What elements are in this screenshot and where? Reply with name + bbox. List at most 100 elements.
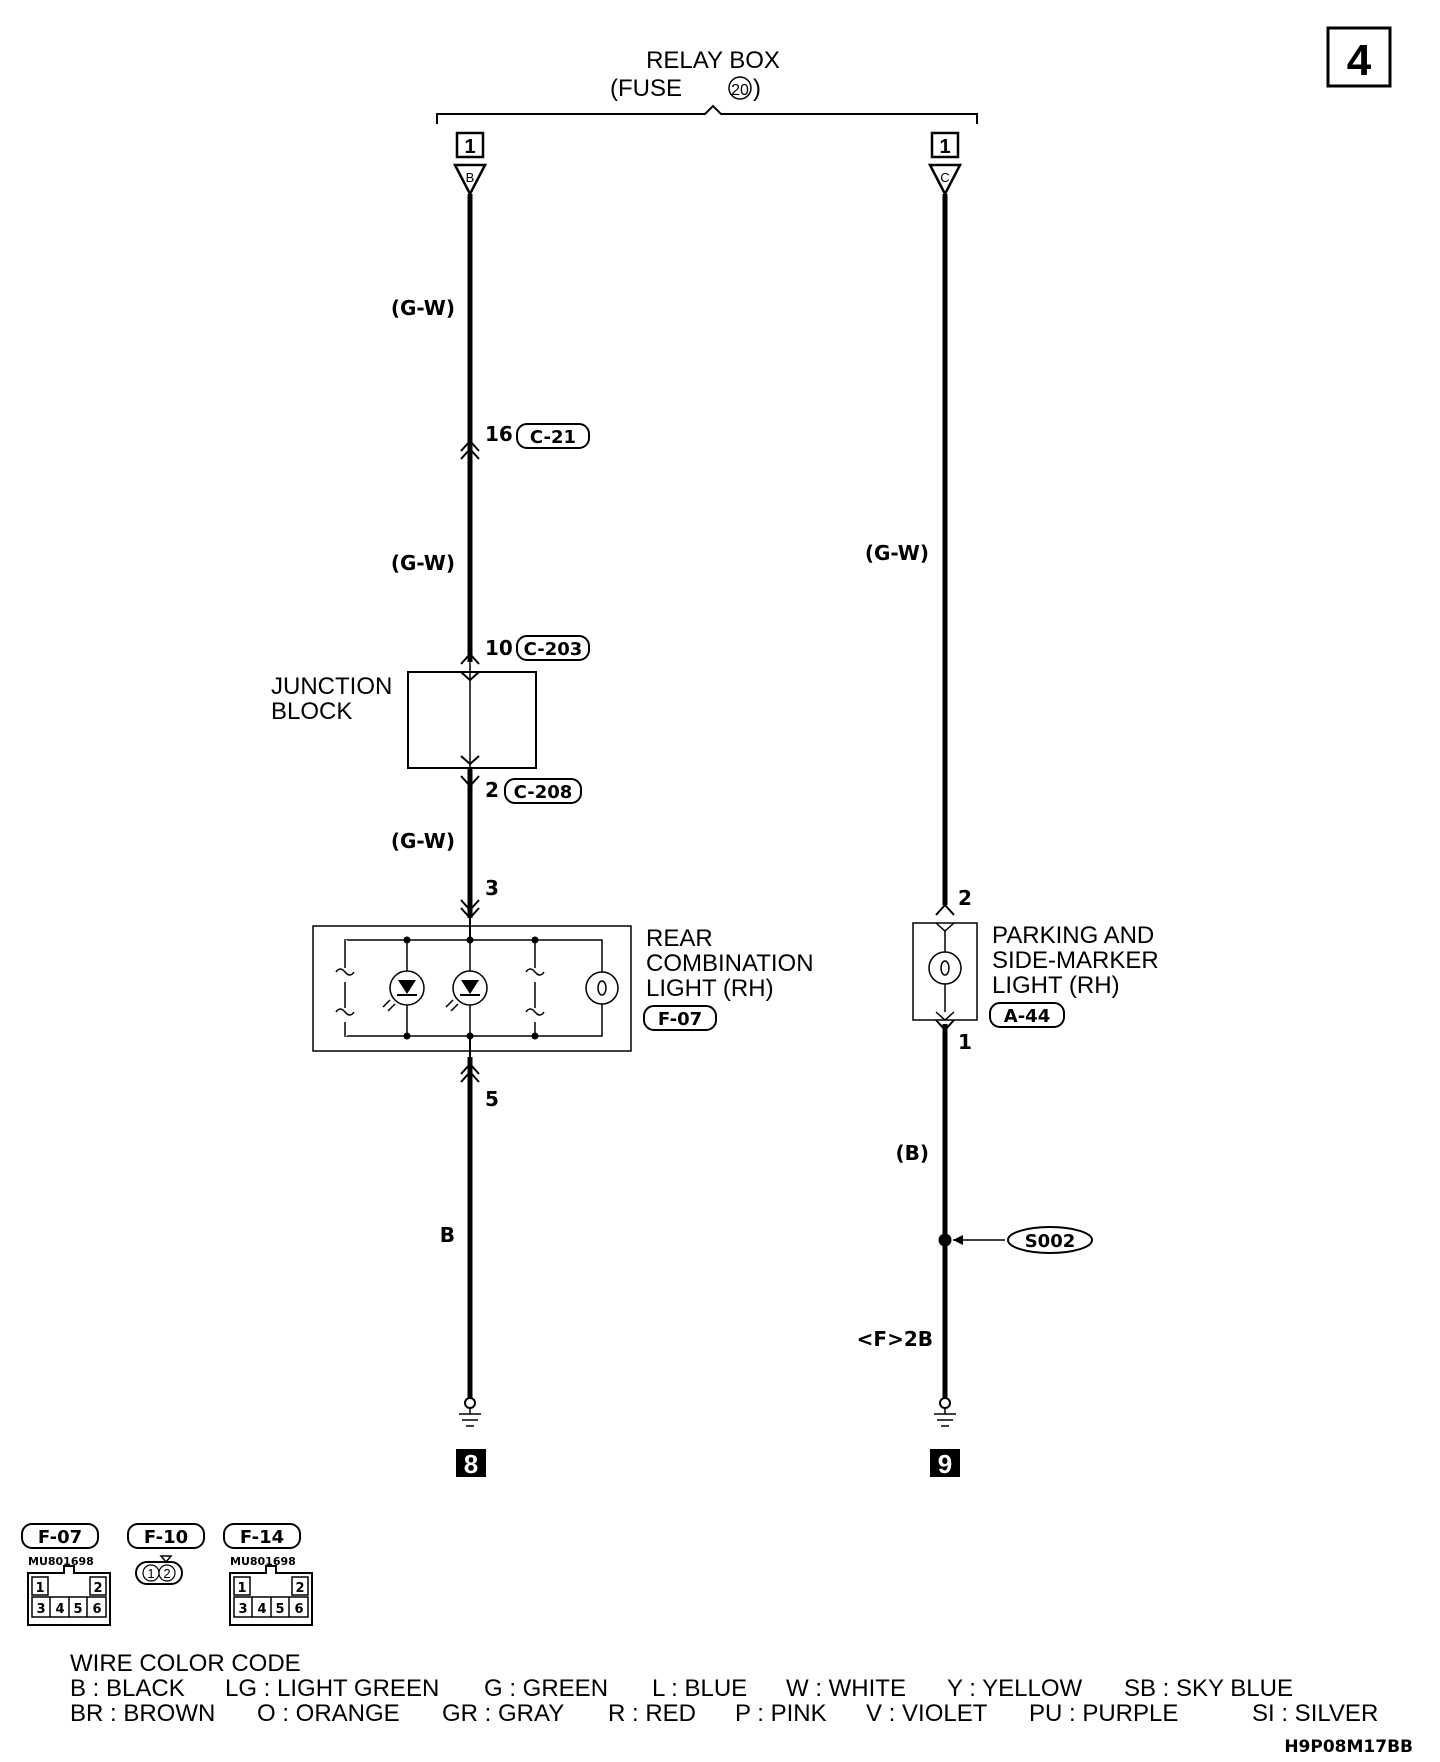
parking-light-in-connector-symbol bbox=[935, 903, 955, 916]
rear-combination-light bbox=[312, 918, 632, 1057]
rear-light-label-line1: REAR bbox=[646, 925, 713, 952]
connector-view-id: F-14 bbox=[240, 1527, 284, 1548]
relay-box-title: RELAY BOX bbox=[646, 47, 780, 74]
splice-badge bbox=[1007, 1226, 1093, 1254]
parking-light-out-connector-symbol bbox=[935, 1019, 955, 1032]
connector-views: F-07 MU801698 1 2 3 4 5 6 F-10 1 2 bbox=[21, 1523, 313, 1626]
rear-light-outline bbox=[312, 925, 632, 1052]
ground-ref-left: 8 bbox=[464, 1449, 478, 1479]
ground-ref-right-box bbox=[930, 1449, 960, 1477]
relay-box-bracket bbox=[436, 104, 978, 124]
connector-c21-label: C-21 bbox=[530, 427, 576, 448]
wire-color-left-middle: (G-W) bbox=[391, 551, 455, 575]
junction-out-symbol bbox=[460, 775, 480, 788]
pin-label: 5 bbox=[73, 1602, 82, 1617]
pin-label: 2 bbox=[93, 1581, 102, 1596]
relay-terminal-box-right bbox=[930, 131, 960, 159]
ground-ref-left-box bbox=[456, 1449, 486, 1477]
bulb-icon bbox=[585, 971, 619, 1005]
relay-terminal-right: 1 bbox=[939, 136, 950, 158]
pin-label: 6 bbox=[92, 1602, 101, 1617]
connector-view-f07: F-07 MU801698 1 2 3 4 5 6 bbox=[21, 1523, 111, 1626]
rear-light-label-line3: LIGHT (RH) bbox=[646, 975, 774, 1002]
parking-light bbox=[912, 922, 978, 1022]
legend-entry: O : ORANGE bbox=[257, 1700, 400, 1727]
legend-entry: LG : LIGHT GREEN bbox=[225, 1675, 439, 1702]
fuse-suffix: ) bbox=[753, 75, 761, 102]
connector-view-id: F-10 bbox=[144, 1527, 188, 1548]
right-circuit: 1 C (G-W) 2 PARKING AND SIDE-MARKER LIGH… bbox=[857, 131, 1159, 1479]
parking-light-label-line3: LIGHT (RH) bbox=[992, 972, 1120, 999]
junction-label-line1: JUNCTION bbox=[271, 673, 392, 700]
connector-view-id: F-07 bbox=[38, 1527, 82, 1548]
pin-label: 2 bbox=[163, 1566, 170, 1581]
component-out-connector-symbol bbox=[460, 1062, 480, 1083]
diagram-code: H9P08M17BB bbox=[1284, 1737, 1413, 1757]
junction-in-pin: 10 bbox=[485, 636, 513, 660]
pin-label: 3 bbox=[36, 1602, 45, 1617]
wire-color-left-ground: B bbox=[440, 1223, 455, 1247]
legend-entry: V : VIOLET bbox=[866, 1700, 988, 1727]
wire-color-left-upper: (G-W) bbox=[391, 296, 455, 320]
wire-color-left-lower: (G-W) bbox=[391, 829, 455, 853]
legend-entry: P : PINK bbox=[735, 1700, 827, 1727]
page-number-box bbox=[1326, 26, 1392, 88]
fuse-number-circle bbox=[728, 76, 752, 100]
led-icon bbox=[382, 970, 425, 1012]
pin-label: 1 bbox=[237, 1581, 246, 1596]
connector-c208-label: C-208 bbox=[514, 782, 573, 803]
connector-c203-label: C-203 bbox=[524, 639, 583, 660]
legend-entry: SB : SKY BLUE bbox=[1124, 1675, 1293, 1702]
pin-label: 5 bbox=[275, 1602, 284, 1617]
connector-f07-badge bbox=[643, 1005, 717, 1031]
junction-block-bottom-tick bbox=[460, 755, 480, 766]
connector-c208-badge bbox=[504, 778, 582, 804]
pin-label: 6 bbox=[294, 1602, 303, 1617]
connector-c21-symbol bbox=[460, 439, 480, 460]
legend-entry: GR : GRAY bbox=[442, 1700, 564, 1727]
splice-point bbox=[938, 1233, 952, 1247]
ground-ref-right: 9 bbox=[938, 1449, 952, 1479]
junction-in-symbol bbox=[460, 652, 480, 665]
legend-title: WIRE COLOR CODE bbox=[70, 1650, 301, 1677]
connector-view-f14: F-14 MU801698 1 2 3 4 5 6 bbox=[223, 1523, 313, 1626]
legend-entry: Y : YELLOW bbox=[947, 1675, 1083, 1702]
pin-label: 4 bbox=[55, 1602, 64, 1617]
rear-light-in-pin: 3 bbox=[485, 876, 499, 900]
connector-c21-badge bbox=[516, 423, 590, 449]
connector-view-part: MU801698 bbox=[28, 1555, 94, 1568]
parking-light-out-pin: 1 bbox=[958, 1030, 972, 1054]
junction-block-top-tick bbox=[460, 671, 480, 682]
pin-label: 1 bbox=[147, 1566, 154, 1581]
junction-label-line2: BLOCK bbox=[271, 698, 352, 725]
junction-out-pin: 2 bbox=[485, 778, 499, 802]
splice-arrowhead bbox=[953, 1235, 963, 1245]
relay-terminal-arrow-left bbox=[452, 163, 488, 197]
junction-block-box bbox=[407, 671, 537, 769]
pin-label: 2 bbox=[295, 1581, 304, 1596]
parking-light-label-line1: PARKING AND bbox=[992, 922, 1154, 949]
pin-label: 3 bbox=[238, 1602, 247, 1617]
ground-icon bbox=[934, 1397, 956, 1427]
pin-label: 1 bbox=[35, 1581, 44, 1596]
wire-color-legend: WIRE COLOR CODE B : BLACK LG : LIGHT GRE… bbox=[70, 1650, 1378, 1727]
legend-entry: L : BLUE bbox=[652, 1675, 747, 1702]
relay-terminal-arrow-right bbox=[927, 163, 963, 197]
relay-terminal-letter-right: C bbox=[940, 170, 949, 185]
ground-point-label: <F>2B bbox=[857, 1327, 933, 1351]
relay-terminal-box-left bbox=[455, 131, 485, 159]
fuse-number: 20 bbox=[731, 82, 749, 99]
legend-entry: W : WHITE bbox=[786, 1675, 906, 1702]
legend-entry: G : GREEN bbox=[484, 1675, 608, 1702]
rear-light-connector: F-07 bbox=[658, 1009, 702, 1030]
relay-terminal-left: 1 bbox=[464, 136, 475, 158]
legend-entry: PU : PURPLE bbox=[1029, 1700, 1178, 1727]
led-icon bbox=[445, 970, 488, 1012]
open-connection-symbol bbox=[335, 968, 355, 976]
ground-icon bbox=[459, 1397, 481, 1427]
splice-label: S002 bbox=[1025, 1231, 1076, 1252]
legend-entry: R : RED bbox=[608, 1700, 696, 1727]
page-number: 4 bbox=[1347, 36, 1372, 85]
wire-color-right-ground: (B) bbox=[895, 1141, 929, 1165]
